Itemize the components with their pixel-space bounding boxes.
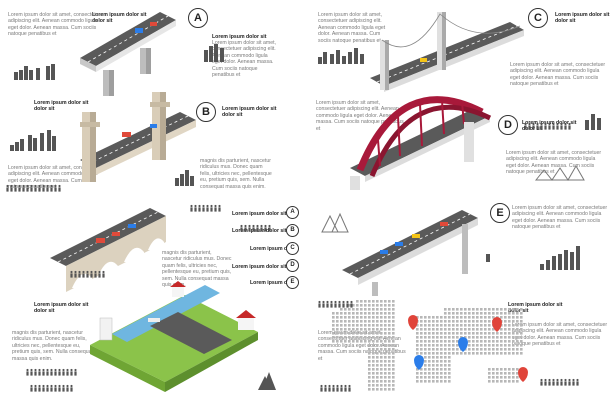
list-badge-c: C [286, 242, 299, 255]
header-a2: Lorem ipsum dolor sit [212, 34, 267, 40]
map-pins [408, 315, 528, 382]
list-item-e: Lorem ipsum dolor [250, 280, 297, 286]
list-item-d: Lorem ipsum dolor sit [232, 264, 287, 270]
paragraph-12: Lorem ipsum dolor sit amet, consectetuer… [512, 322, 608, 348]
paragraph-4: magnis dis parturient, nascetur ridiculu… [200, 158, 272, 190]
city-block [90, 281, 258, 392]
paragraph-7: Lorem ipsum dolor sit amet, consectetuer… [318, 12, 386, 44]
bridge-b [80, 92, 196, 182]
list-badge-e: E [286, 276, 299, 289]
paragraph-1: Lorem ipsum dolor sit amet, consectetuer… [8, 12, 104, 38]
list-badge-b: B [286, 224, 299, 237]
header-bl: Lorem ipsum dolor sit dolor sit [34, 302, 89, 314]
dotted-world-map [332, 300, 523, 391]
section-label-d: D [498, 115, 518, 135]
header-b-left: Lorem ipsum dolor sit dolor sit [34, 100, 89, 112]
section-label-c: C [528, 8, 548, 28]
list-badge-a: A [286, 206, 299, 219]
paragraph-6: magnis dis parturient, nascetur ridiculu… [12, 330, 94, 362]
header-c: Lorem ipsum dolor sit dolor sit [555, 12, 610, 24]
list-item-b: Lorem ipsum dolor sit [232, 228, 287, 234]
section-label-e: E [490, 203, 510, 223]
paragraph-9: Lorem ipsum dolor sit amet, consectetuer… [316, 100, 404, 132]
paragraph-8: Lorem ipsum dolor sit amet, consectetuer… [510, 62, 606, 88]
bridge-stone-arches [50, 208, 166, 292]
bridge-e [342, 210, 478, 296]
list-item-a: Lorem ipsum dolor sit [232, 211, 287, 217]
paragraph-3: Lorem ipsum dolor sit amet, consectetuer… [8, 165, 104, 191]
header-e: Lorem ipsum dolor sit dolor sit [508, 302, 563, 314]
mini-charts [10, 44, 601, 390]
paragraph-10: Lorem ipsum dolor sit amet, consectetuer… [506, 150, 602, 176]
section-label-b: B [196, 102, 216, 122]
header-b: Lorem ipsum dolor sit dolor sit [222, 106, 277, 118]
people-icon-rows [6, 122, 579, 392]
bridge-a [80, 12, 176, 96]
section-label-a: A [188, 8, 208, 28]
bridge-d [350, 96, 492, 190]
bridge-c [370, 12, 524, 92]
list-item-c: Lorem ipsum dolor [250, 246, 297, 252]
list-badge-d: D [286, 259, 299, 272]
paragraph-11: Lorem ipsum dolor sit amet, consectetuer… [512, 205, 608, 231]
paragraph-2: Lorem ipsum dolor sit amet, consectetuer… [212, 40, 277, 79]
